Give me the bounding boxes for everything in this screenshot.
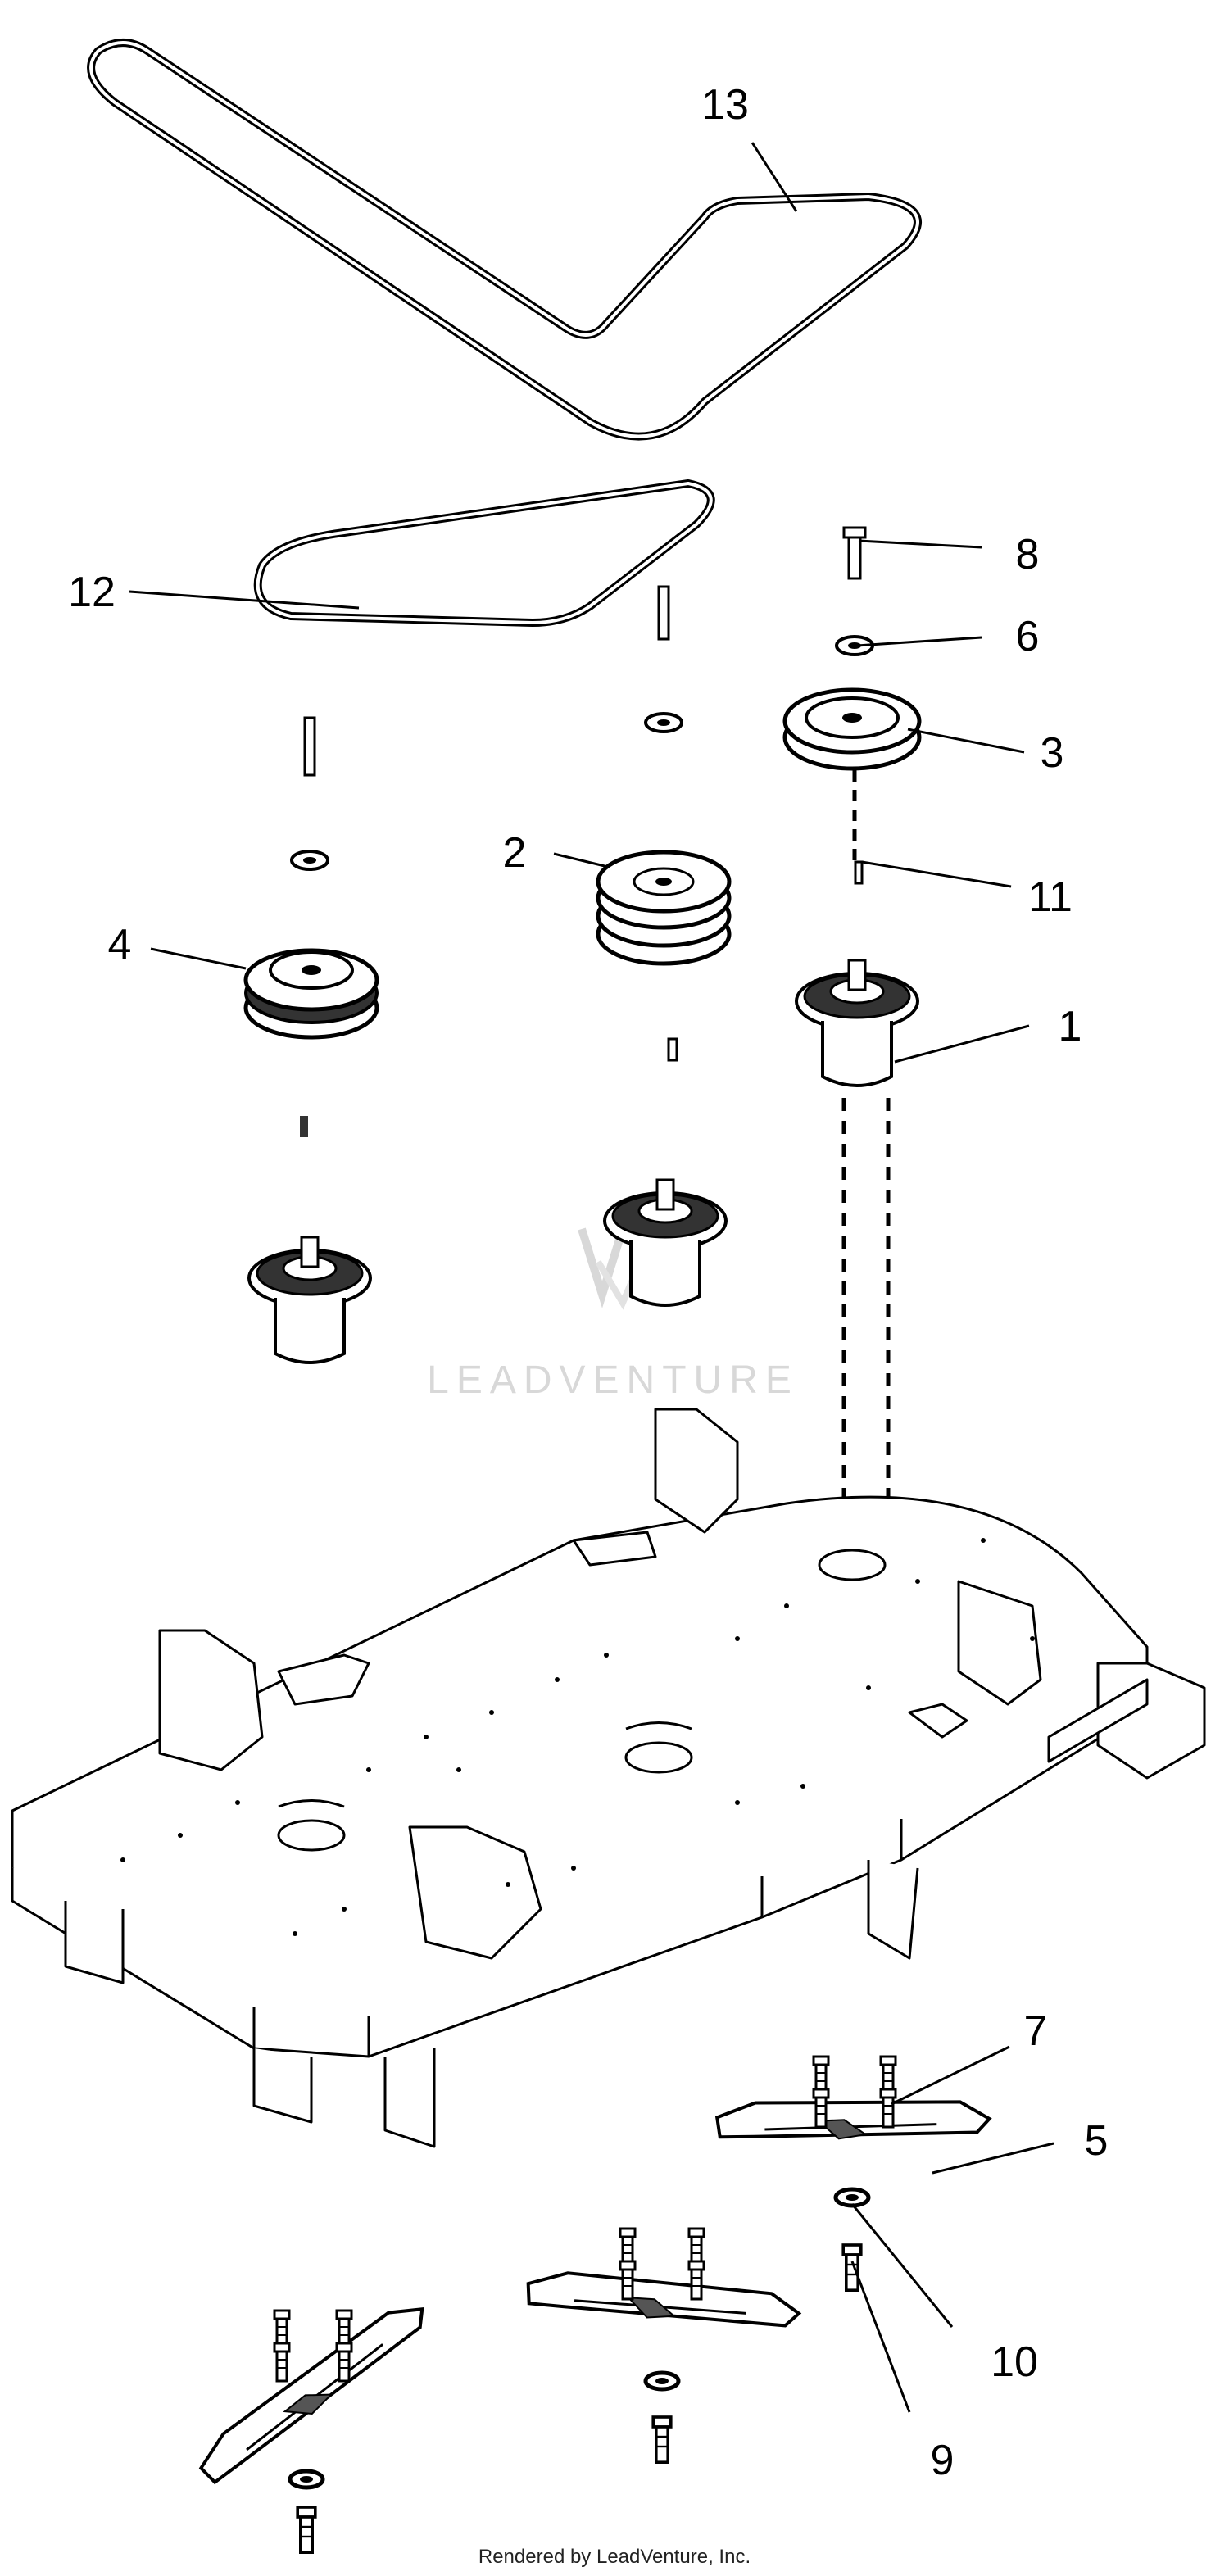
blade-left xyxy=(171,2299,456,2487)
callout-10: 10 xyxy=(991,2338,1038,2386)
leader-lines xyxy=(129,142,1054,2413)
footer-credit: Rendered by LeadVenture, Inc. xyxy=(478,2546,751,2568)
pulley-3 xyxy=(782,687,922,771)
spindle-1 xyxy=(795,959,919,1087)
callout-1: 1 xyxy=(1059,1003,1082,1050)
callout-4: 4 xyxy=(108,921,132,968)
callout-7: 7 xyxy=(1024,2007,1048,2055)
blade-5 xyxy=(710,2037,994,2209)
left-spindle-stack xyxy=(243,716,379,1364)
right-spindle-stack xyxy=(782,526,922,1581)
mower-deck xyxy=(11,1408,1206,2148)
callout-11: 11 xyxy=(1028,873,1073,921)
callout-13: 13 xyxy=(701,81,749,129)
pulley-4 xyxy=(243,948,379,1040)
watermark-text: LEADVENTURE xyxy=(427,1358,799,1402)
callout-8: 8 xyxy=(1016,531,1040,578)
callout-6: 6 xyxy=(1016,613,1040,660)
blade-washers-and-bolts xyxy=(288,2187,871,2554)
callout-2: 2 xyxy=(503,829,527,877)
callout-12: 12 xyxy=(68,569,116,616)
middle-spindle-stack xyxy=(596,585,732,1307)
pulley-2 xyxy=(596,850,732,966)
callout-9: 9 xyxy=(931,2437,955,2484)
callout-5: 5 xyxy=(1085,2117,1109,2165)
watermark: LEADVENTURE xyxy=(427,1227,799,1402)
callouts: 13 12 8 6 3 2 11 4 1 7 5 10 9 xyxy=(68,81,1108,2484)
blade-middle xyxy=(519,2206,804,2401)
callout-3: 3 xyxy=(1041,729,1064,777)
belt-12 xyxy=(253,479,715,627)
belt-13 xyxy=(87,39,922,441)
